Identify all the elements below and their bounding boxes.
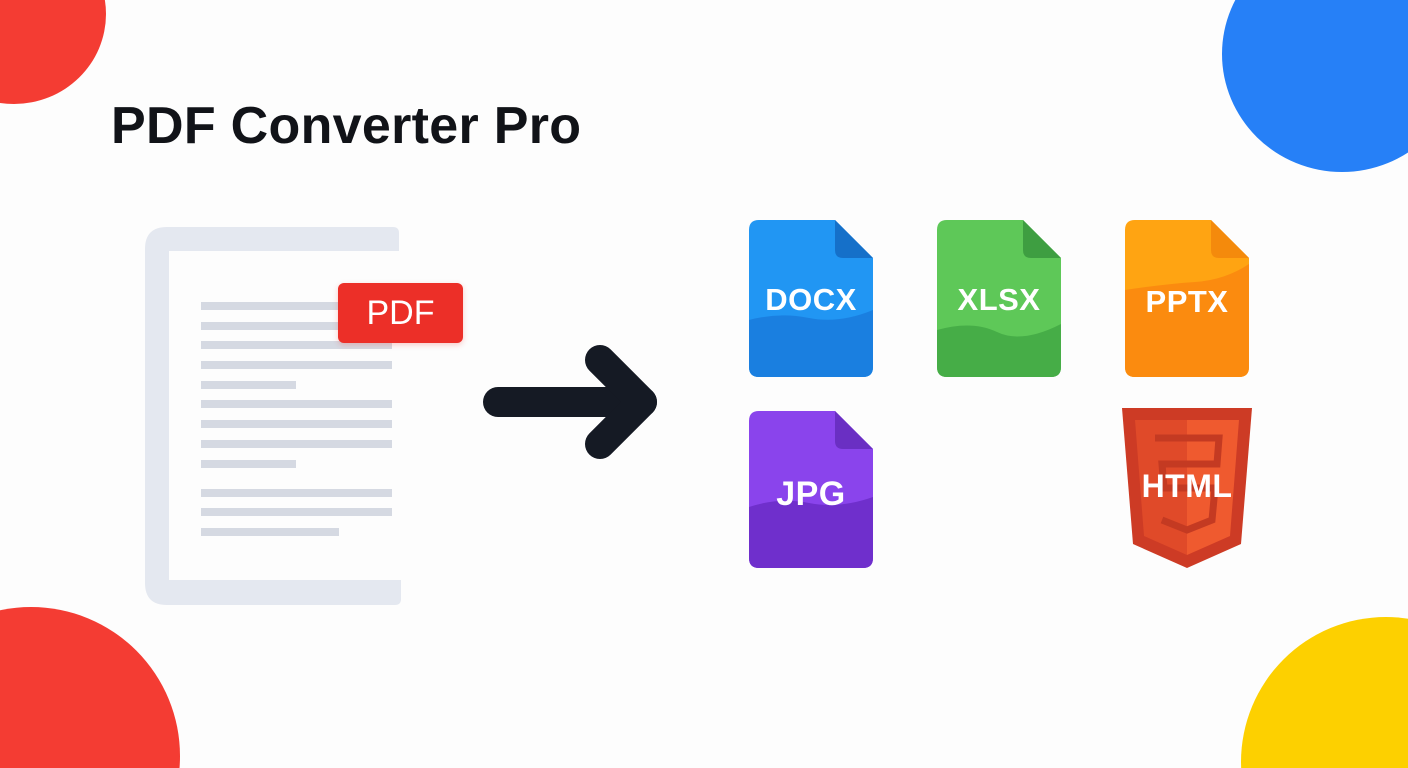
html5-shield-icon[interactable]: HTML	[1122, 408, 1252, 568]
document-text-line	[201, 489, 392, 497]
document-text-line	[201, 460, 296, 468]
file-format-label: DOCX	[765, 282, 857, 317]
document-text-line	[201, 440, 392, 448]
arrow-right-icon	[482, 345, 662, 468]
xlsx-file-icon[interactable]: XLSX	[937, 220, 1061, 377]
file-format-label: JPG	[776, 475, 846, 513]
decor-circle-top-left	[0, 0, 106, 104]
page-title: PDF Converter Pro	[111, 97, 582, 155]
document-text-line	[201, 381, 296, 389]
document-text-line	[201, 322, 392, 330]
pptx-file-icon[interactable]: PPTX	[1125, 220, 1249, 377]
document-text-line	[201, 528, 339, 536]
pdf-badge: PDF	[338, 283, 463, 343]
document-text-line	[201, 420, 392, 428]
docx-file-icon[interactable]: DOCX	[749, 220, 873, 377]
file-format-label: PPTX	[1145, 284, 1229, 319]
decor-circle-bottom-left	[0, 607, 180, 768]
file-format-label: XLSX	[957, 282, 1041, 317]
decor-circle-bottom-right	[1241, 617, 1408, 768]
jpg-file-icon[interactable]: JPG	[749, 411, 873, 568]
file-format-label: HTML	[1141, 468, 1233, 504]
document-text-line	[201, 302, 392, 310]
document-text-line	[201, 361, 392, 369]
document-text-line	[201, 341, 392, 349]
decor-circle-top-right	[1222, 0, 1408, 172]
document-text-line	[201, 400, 392, 408]
document-text-line	[201, 508, 392, 516]
